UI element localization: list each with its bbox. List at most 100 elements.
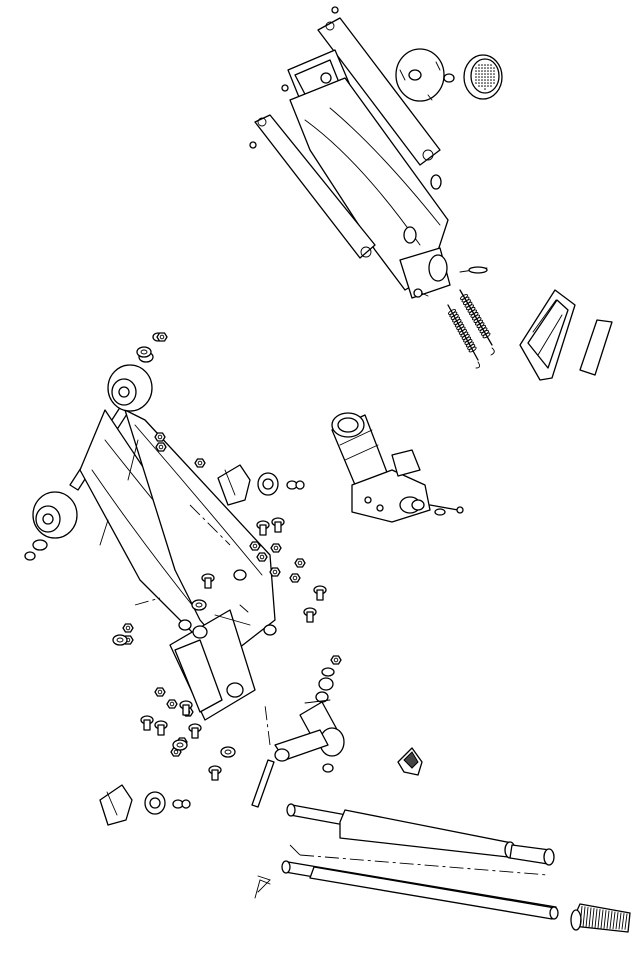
pad-dot bbox=[475, 79, 477, 81]
pad-dot bbox=[493, 76, 495, 78]
return-springs bbox=[448, 290, 495, 368]
nut-hole bbox=[273, 570, 277, 574]
washer-hole bbox=[177, 743, 183, 747]
washer bbox=[173, 740, 187, 750]
pad-dot bbox=[484, 70, 486, 72]
pad-dot bbox=[490, 70, 492, 72]
pad-dot bbox=[487, 70, 489, 72]
washer-hole bbox=[117, 638, 123, 642]
grip-rib bbox=[580, 906, 582, 927]
nut-hole bbox=[293, 576, 297, 580]
hex-nut bbox=[123, 624, 133, 632]
hex-nut bbox=[331, 656, 341, 664]
pad-dot bbox=[493, 82, 495, 84]
washer bbox=[137, 347, 151, 357]
nut-hole bbox=[253, 544, 257, 548]
fastener-set bbox=[113, 333, 341, 780]
washer bbox=[113, 635, 127, 645]
grip-rib bbox=[607, 911, 609, 929]
saddle-pad bbox=[464, 55, 502, 99]
bolt-shank bbox=[307, 612, 313, 622]
pad-dot bbox=[493, 79, 495, 81]
bolt-shank bbox=[275, 522, 281, 532]
pad-dot bbox=[493, 67, 495, 69]
washer-hole bbox=[225, 750, 231, 754]
grip-rib bbox=[592, 908, 594, 927]
pad-dot bbox=[490, 67, 492, 69]
pad-dot bbox=[487, 79, 489, 81]
pad-dot bbox=[478, 85, 480, 87]
pad-dot bbox=[484, 85, 486, 87]
pad-dot bbox=[481, 73, 483, 75]
pad-dot bbox=[490, 85, 492, 87]
nut-hole bbox=[160, 335, 164, 339]
pad-dot bbox=[487, 76, 489, 78]
nut-hole bbox=[334, 658, 338, 662]
pad-dot bbox=[490, 82, 492, 84]
nut-hole bbox=[198, 461, 202, 465]
pad-dot bbox=[484, 64, 486, 66]
pad-dot bbox=[475, 82, 477, 84]
nut-hole bbox=[159, 445, 163, 449]
pad-dot bbox=[478, 73, 480, 75]
side-cover-plate bbox=[520, 290, 575, 380]
grip-rib bbox=[613, 912, 615, 929]
grip-rib bbox=[601, 910, 603, 928]
pad-dot bbox=[481, 64, 483, 66]
washer-hole bbox=[141, 350, 147, 354]
pad-dot bbox=[484, 76, 486, 78]
hex-nut bbox=[155, 688, 165, 696]
nut-hole bbox=[174, 750, 178, 754]
rear-caster-left bbox=[100, 785, 190, 825]
pad-dot bbox=[481, 85, 483, 87]
spring-coil bbox=[468, 346, 477, 353]
grip-rib bbox=[610, 911, 612, 928]
nut-hole bbox=[298, 561, 302, 565]
bolt-shank bbox=[212, 770, 218, 780]
handle-grip bbox=[571, 904, 630, 932]
hex-nut bbox=[195, 459, 205, 467]
grip-rib bbox=[589, 908, 591, 928]
hex-nut bbox=[155, 433, 165, 441]
grip-rib bbox=[598, 909, 600, 928]
hex-nut bbox=[157, 333, 167, 341]
pad-dot bbox=[478, 79, 480, 81]
pad-dot bbox=[478, 67, 480, 69]
grip-rib bbox=[586, 907, 588, 927]
pad-dot bbox=[487, 85, 489, 87]
grip-rib bbox=[595, 909, 597, 928]
washer bbox=[221, 747, 235, 757]
hand-grip-tool bbox=[398, 748, 422, 775]
pad-dot bbox=[481, 79, 483, 81]
bolt-shank bbox=[317, 590, 323, 600]
grip-rib bbox=[616, 912, 618, 928]
nut-hole bbox=[274, 546, 278, 550]
pad-dot bbox=[487, 73, 489, 75]
pad-dot bbox=[478, 76, 480, 78]
pad-dot bbox=[490, 76, 492, 78]
pad-dot bbox=[490, 73, 492, 75]
hex-nut bbox=[270, 568, 280, 576]
pad-dot bbox=[478, 82, 480, 84]
pad-dot bbox=[487, 82, 489, 84]
handle-socket bbox=[252, 668, 344, 807]
nut-hole bbox=[158, 690, 162, 694]
hex-nut bbox=[167, 700, 177, 708]
handle-upper-tube bbox=[287, 804, 554, 865]
pad-dot bbox=[478, 64, 480, 66]
pad-dot bbox=[481, 82, 483, 84]
front-wheels bbox=[25, 333, 163, 560]
pad-dot bbox=[478, 70, 480, 72]
handle-lower-tube bbox=[255, 861, 558, 919]
pad-dot bbox=[490, 64, 492, 66]
washer bbox=[192, 600, 206, 610]
grip-rib bbox=[625, 914, 627, 929]
saddle-plate bbox=[396, 49, 454, 101]
nut-hole bbox=[170, 702, 174, 706]
pad-dot bbox=[481, 67, 483, 69]
bolt-shank bbox=[183, 705, 189, 715]
washer-hole bbox=[196, 603, 202, 607]
cover-gasket bbox=[580, 320, 612, 375]
pad-dot bbox=[487, 67, 489, 69]
